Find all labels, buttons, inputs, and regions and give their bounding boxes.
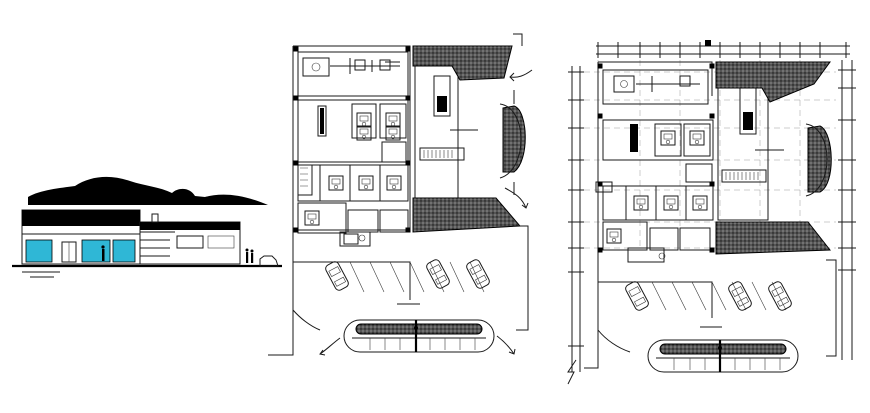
landscape-hatch	[715, 221, 832, 255]
dimension-line-top	[596, 40, 850, 58]
human-figure	[101, 245, 254, 263]
traffic-arrow	[496, 335, 516, 355]
dimensioned-floor-plan	[567, 40, 856, 385]
front-elevation	[12, 176, 282, 278]
landscape-island	[343, 319, 495, 353]
island-hatch	[807, 125, 832, 193]
glazing-panel	[25, 239, 53, 263]
car	[464, 257, 492, 291]
landscape-hatch	[412, 45, 513, 81]
parking-stalls	[349, 261, 485, 293]
landscape-hatch	[715, 61, 831, 103]
tree-silhouette	[205, 195, 232, 205]
parking-stalls	[651, 281, 787, 311]
parked-car	[259, 255, 279, 267]
ground-floor-plan	[268, 33, 533, 356]
glazing-panel	[81, 239, 111, 263]
traffic-arrow	[319, 337, 341, 356]
annex-window	[176, 235, 204, 249]
dimension-line-left	[568, 66, 584, 372]
island-hatch	[502, 105, 526, 173]
car	[424, 257, 452, 291]
glazing-panel	[112, 239, 136, 263]
car	[726, 279, 754, 313]
utility-room	[297, 51, 409, 97]
traffic-arrow	[504, 187, 529, 209]
roof-band	[22, 210, 140, 226]
traffic-arrow	[509, 69, 533, 82]
car	[623, 279, 651, 313]
dimension-line-right	[838, 60, 856, 360]
car	[766, 279, 794, 313]
landscape-hatch	[412, 197, 522, 233]
landscape-island	[647, 339, 799, 373]
car	[323, 259, 351, 293]
chimney	[151, 213, 159, 223]
service-bay	[414, 65, 459, 199]
annex-roof	[140, 222, 240, 230]
office-area	[297, 99, 409, 163]
